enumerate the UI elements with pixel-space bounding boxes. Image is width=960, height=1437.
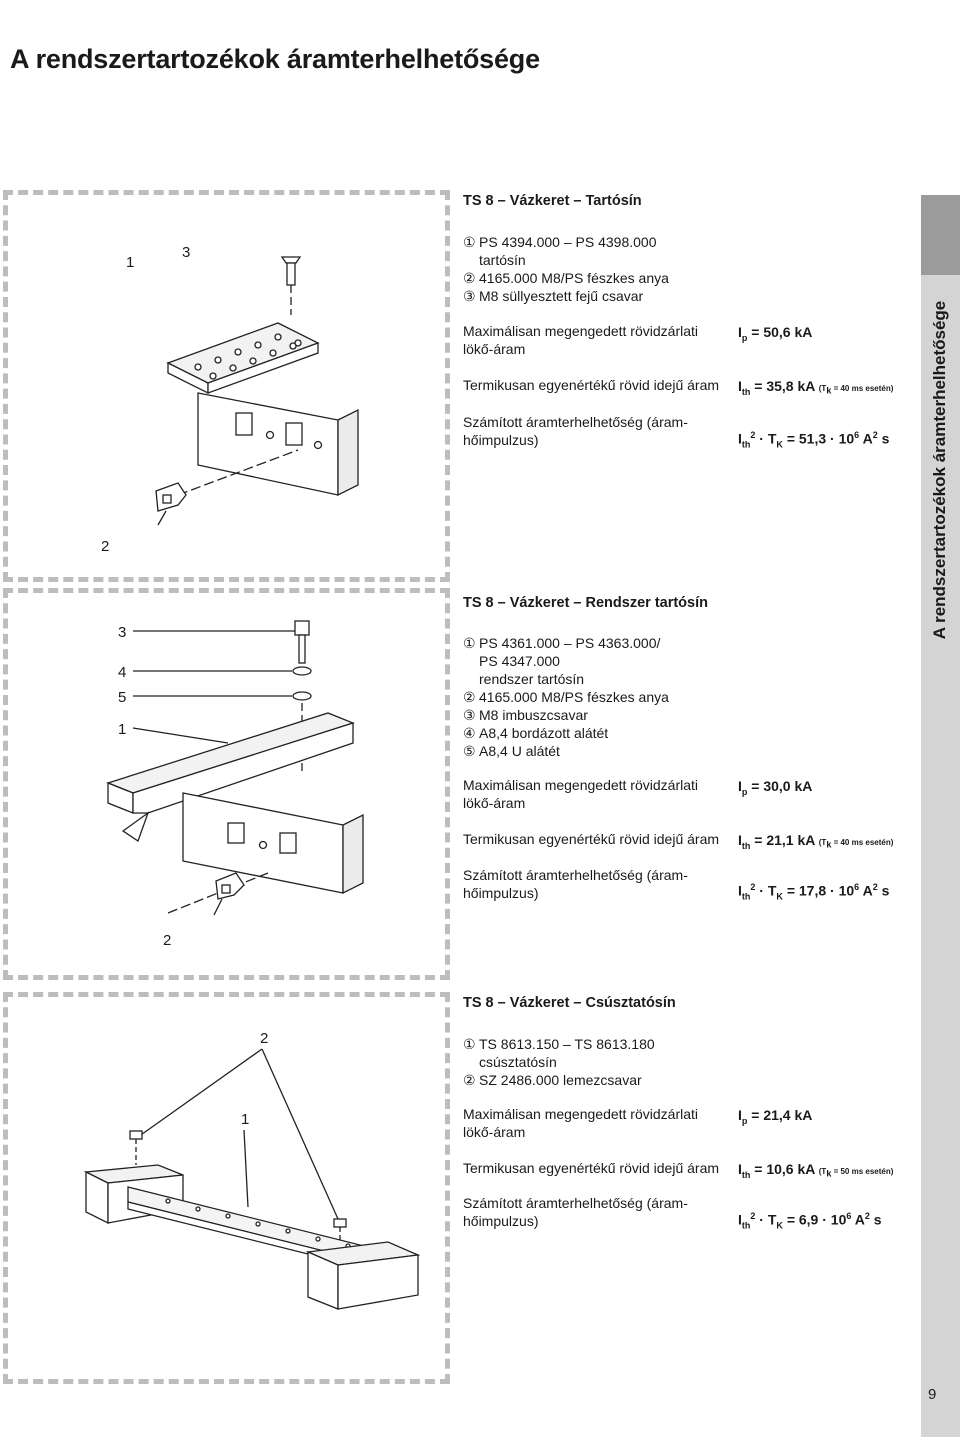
callout-3: 3 (182, 244, 190, 261)
diagram-frame-1: 1 3 2 (3, 190, 450, 582)
diagram-frame-3: 2 1 (3, 992, 450, 1384)
callout-2: 2 (163, 932, 171, 949)
section-heading: TS 8 – Vázkeret – Tartósín (463, 193, 642, 209)
ip-value: Ip = 21,4 kA (738, 1107, 813, 1126)
part-item: csúsztatósín (479, 1054, 557, 1070)
callout-1: 1 (126, 254, 134, 271)
page-title: A rendszertartozékok áramterhelhetősége (10, 44, 540, 74)
calc-value: Ith2 · TK = 6,9 · 106 A2 s (738, 1211, 882, 1231)
ith-label: Termikusan egyenértékű rövid idejű áram (463, 831, 720, 847)
side-tab-marker (921, 195, 960, 275)
ith-label: Termikusan egyenértékű rövid idejű áram (463, 377, 720, 393)
calc-value: Ith2 · TK = 51,3 · 106 A2 s (738, 430, 890, 450)
ip-value: Ip = 50,6 kA (738, 324, 813, 343)
part-item: tartósín (479, 252, 526, 268)
section-heading: TS 8 – Vázkeret – Csúsztatósín (463, 995, 676, 1011)
ith-value: Ith = 35,8 kA (Tk = 40 ms esetén) (738, 378, 894, 397)
callout-1: 1 (118, 721, 126, 738)
callout-2: 2 (260, 1030, 268, 1047)
ith-value: Ith = 21,1 kA (Tk = 40 ms esetén) (738, 832, 894, 851)
part-item: rendszer tartósín (479, 671, 585, 687)
ip-value: Ip = 30,0 kA (738, 778, 813, 797)
tartosin-diagram: 1 3 2 (101, 244, 359, 555)
ip-label: Maximálisan megengedett rövidzárlati lök… (463, 323, 698, 357)
section-heading: TS 8 – Vázkeret – Rendszer tartósín (463, 595, 708, 611)
callout-4: 4 (118, 664, 126, 681)
ip-label: Maximálisan megengedett rövidzárlati lök… (463, 777, 698, 811)
calc-label: Számított áramterhelhetőség (áram-hőimpu… (463, 1195, 688, 1229)
ip-label: Maximálisan megengedett rövidzárlati lök… (463, 1106, 698, 1140)
diagram-frame-2: 3 4 5 1 2 (3, 588, 450, 980)
part-item: PS 4347.000 (479, 653, 560, 669)
calc-value: Ith2 · TK = 17,8 · 106 A2 s (738, 882, 890, 902)
side-label: A rendszertartozékok áramterhelhetősége (930, 300, 949, 640)
calc-label: Számított áramterhelhetőség (áram-hőimpu… (463, 867, 688, 901)
callout-3: 3 (118, 624, 126, 641)
ith-label: Termikusan egyenértékű rövid idejű áram (463, 1160, 720, 1176)
ith-value: Ith = 10,6 kA (Tk = 50 ms esetén) (738, 1161, 894, 1180)
side-tab (921, 275, 960, 1437)
callout-2: 2 (101, 538, 109, 555)
callout-5: 5 (118, 689, 126, 706)
rendszer-tartosin-diagram: 3 4 5 1 2 (106, 620, 364, 949)
page-number: 9 (928, 1386, 937, 1403)
calc-label: Számított áramterhelhetőség (áram-hőimpu… (463, 414, 688, 448)
callout-1: 1 (241, 1111, 249, 1128)
csusztatosin-diagram: 2 1 (83, 1030, 421, 1310)
